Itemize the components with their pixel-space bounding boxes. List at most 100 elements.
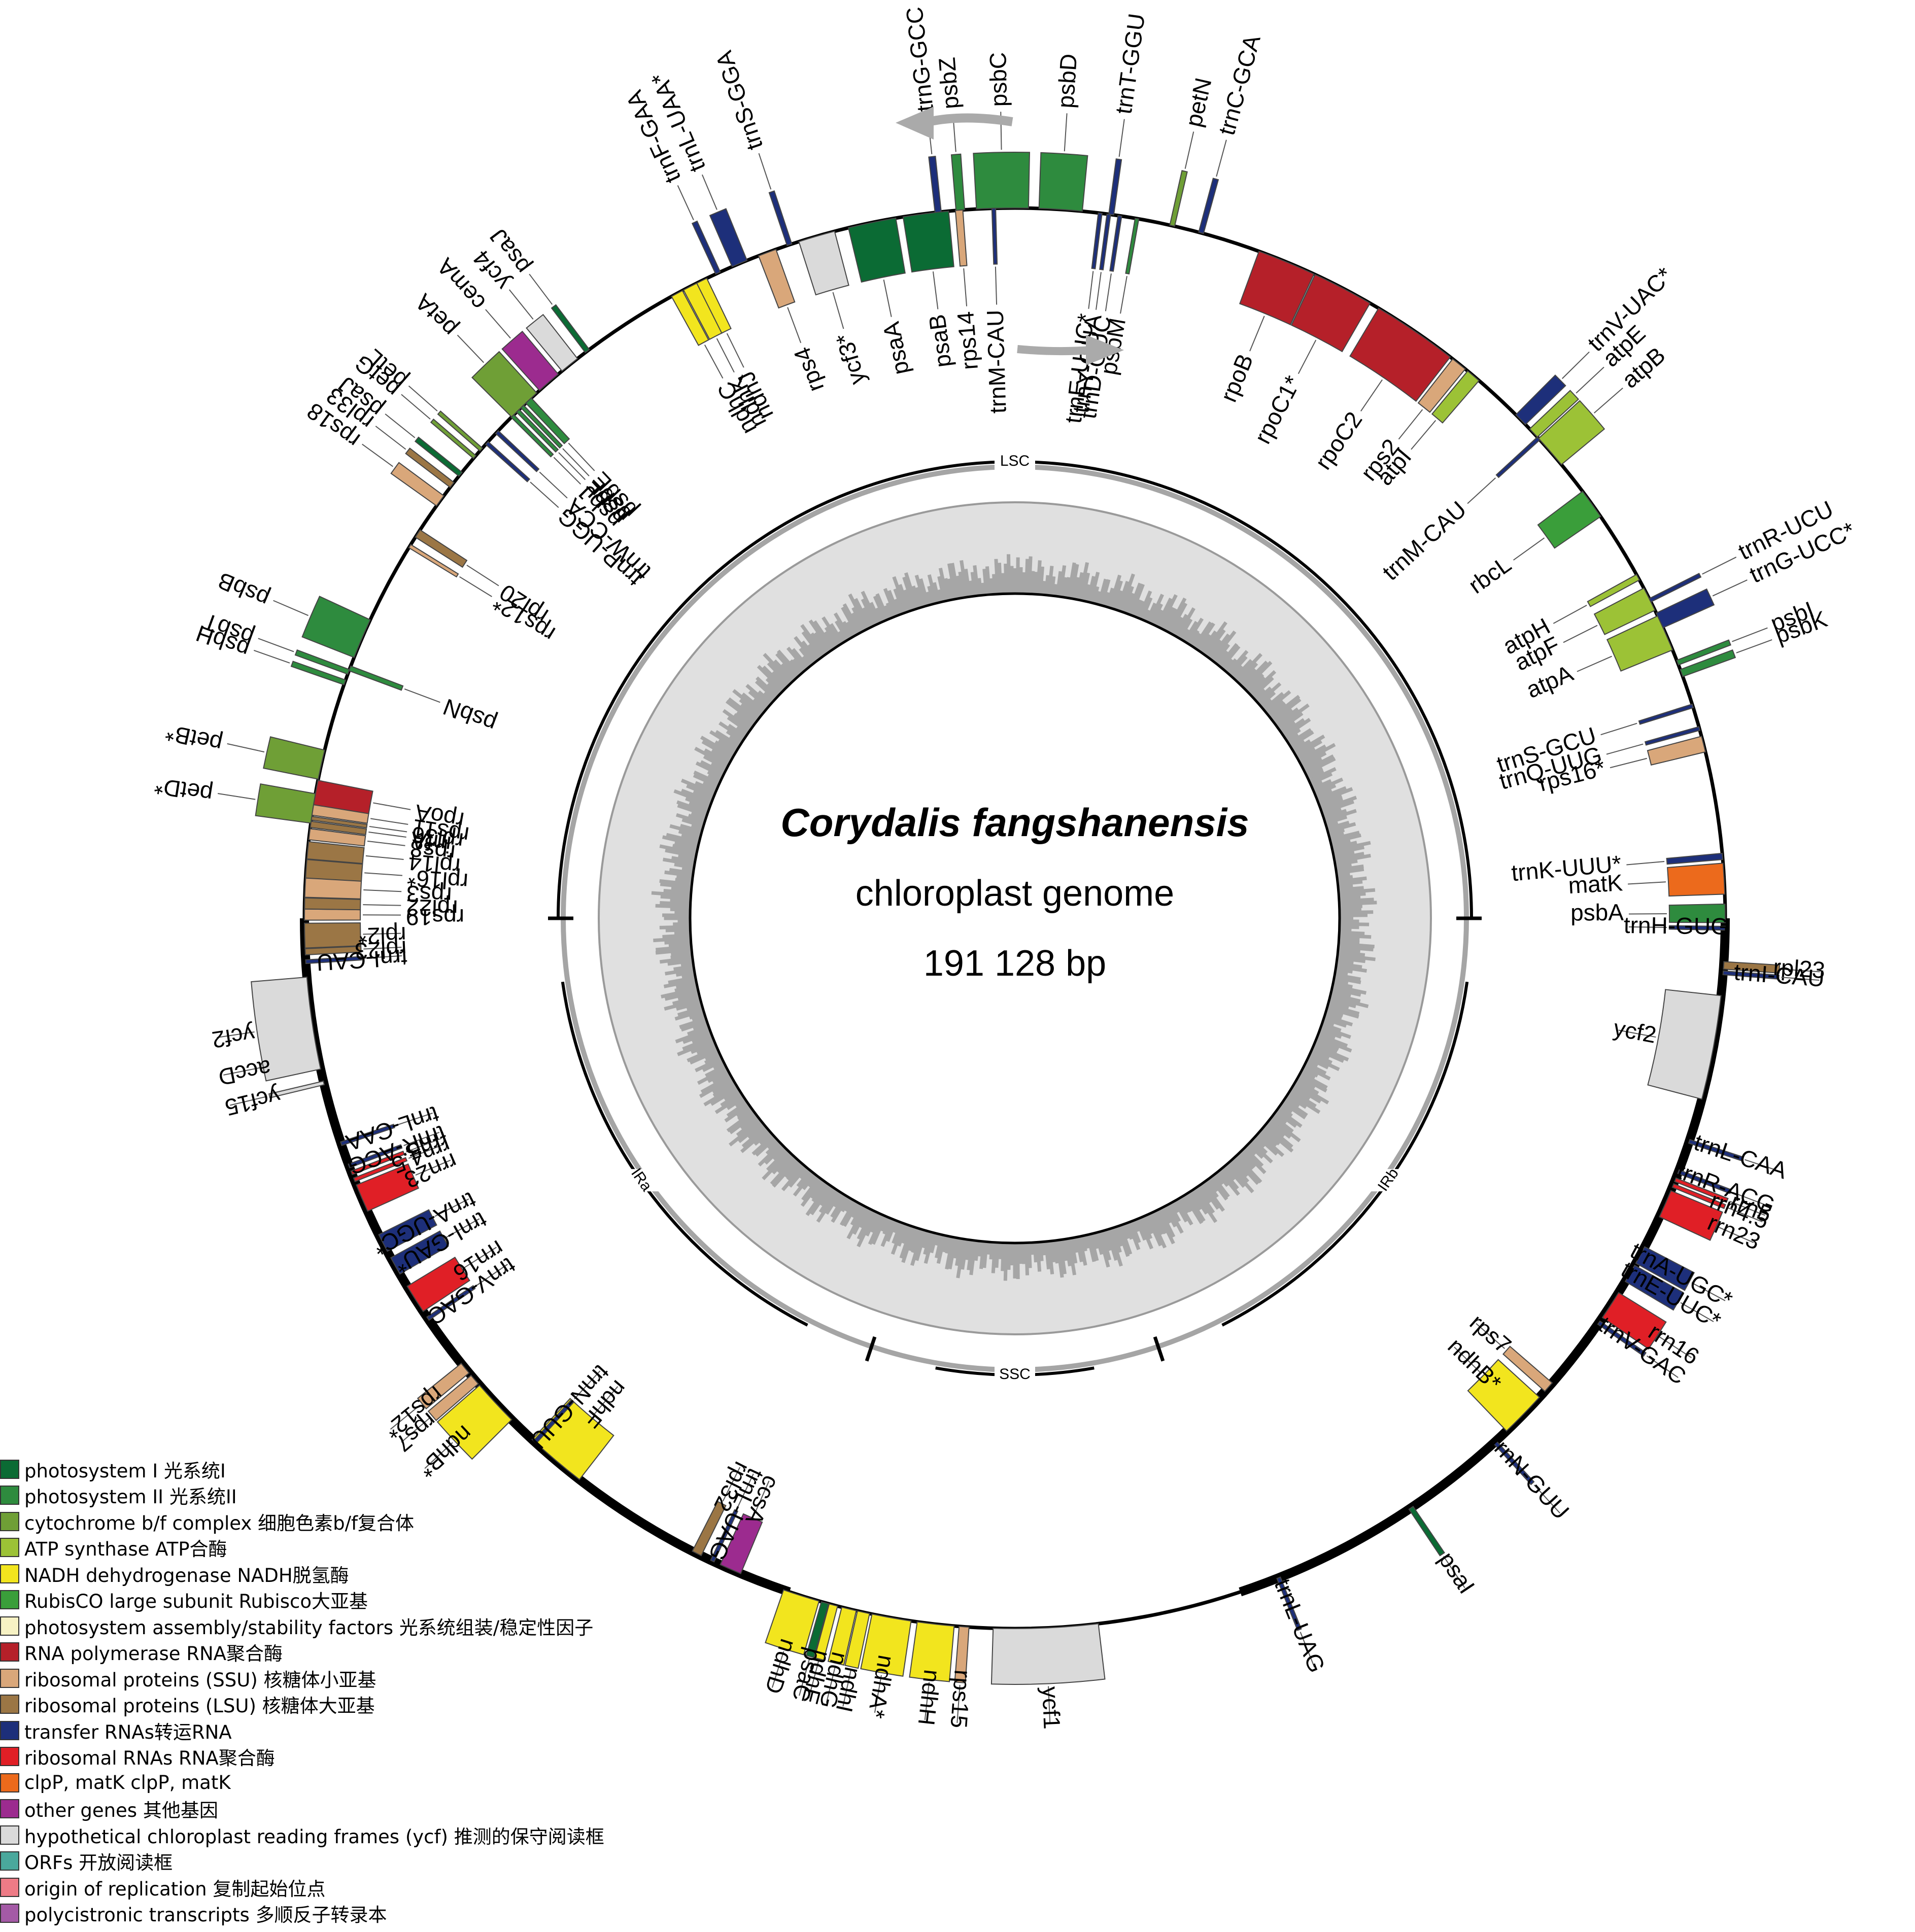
gc-bar bbox=[694, 746, 729, 768]
gene-block-psbc bbox=[973, 152, 1031, 210]
gc-bar bbox=[1224, 658, 1238, 673]
gc-bar bbox=[801, 656, 812, 667]
gc-bar bbox=[1280, 1103, 1293, 1114]
gc-bar bbox=[776, 649, 801, 676]
gc-content-ring bbox=[561, 464, 1469, 1372]
gc-bar bbox=[1233, 659, 1253, 680]
gene-block-psbh bbox=[290, 661, 347, 685]
gene-leader bbox=[1513, 537, 1545, 561]
gc-bar bbox=[1307, 1056, 1329, 1070]
clockwise-arrow-outer bbox=[928, 113, 1013, 126]
gene-leader bbox=[1732, 1192, 1769, 1207]
gene-leader bbox=[726, 333, 744, 368]
gene-block-ndhk bbox=[682, 282, 723, 340]
gc-bar bbox=[1140, 597, 1153, 620]
gene-leader bbox=[932, 271, 939, 309]
gene-leader bbox=[1120, 275, 1127, 314]
gc-bar bbox=[1260, 1127, 1281, 1146]
gene-leader bbox=[1048, 1686, 1051, 1724]
gene-label: rpoC1* bbox=[1249, 371, 1306, 448]
gene-block-trneuuc bbox=[1624, 1264, 1684, 1311]
gc-bar bbox=[1286, 733, 1299, 743]
gene-label: trnI-CAU bbox=[316, 944, 408, 976]
gc-bar bbox=[1072, 577, 1080, 600]
gene-block-ndhc bbox=[671, 290, 709, 347]
gc-bar bbox=[958, 571, 966, 598]
gene-leader bbox=[704, 344, 724, 379]
gc-bar bbox=[677, 1006, 703, 1017]
gc-bar bbox=[846, 1205, 867, 1239]
gc-bar bbox=[1089, 571, 1100, 603]
gc-bar bbox=[861, 591, 879, 625]
gc-bar bbox=[811, 1182, 828, 1202]
gc-bar bbox=[695, 1056, 723, 1073]
gene-block-trnmcau bbox=[991, 208, 998, 265]
gc-bar bbox=[747, 1123, 766, 1140]
gene-block-psac bbox=[805, 1601, 830, 1659]
gc-bar bbox=[1200, 630, 1217, 653]
gene-block-trnluaa bbox=[709, 208, 748, 267]
gc-bar bbox=[824, 626, 840, 647]
gc-bar bbox=[1337, 876, 1367, 884]
gc-bar bbox=[710, 1086, 739, 1106]
gene-block-ndhe bbox=[814, 1603, 838, 1661]
gene-block-psba bbox=[1668, 903, 1726, 923]
gene-block-trnsgcu bbox=[1638, 703, 1694, 725]
gc-bar bbox=[671, 886, 692, 892]
legend-swatch bbox=[0, 1511, 19, 1531]
gc-bar bbox=[1328, 831, 1345, 839]
gc-bar bbox=[969, 1240, 977, 1275]
gc-bar bbox=[915, 1230, 927, 1261]
legend-label: polycistronic transcripts 多顺反子转录本 bbox=[24, 1904, 387, 1926]
gene-block-trncgca bbox=[1198, 178, 1219, 234]
gene-leader bbox=[963, 268, 968, 306]
gc-bar bbox=[1271, 698, 1302, 722]
gc-bar bbox=[995, 1242, 1000, 1268]
gc-bar bbox=[885, 602, 895, 618]
gene-leader bbox=[373, 802, 411, 810]
tick-ssc-ira bbox=[865, 1336, 877, 1362]
legend-label: origin of replication 复制起始位点 bbox=[24, 1878, 326, 1900]
gc-bar bbox=[1321, 1022, 1342, 1032]
gc-bar bbox=[833, 1192, 844, 1208]
gc-bar bbox=[714, 1093, 744, 1114]
legend-item: ribosomal RNAs RNA聚合酶 bbox=[0, 1744, 761, 1770]
gc-bar bbox=[831, 1195, 849, 1223]
gc-bar bbox=[722, 709, 751, 732]
gc-bar bbox=[1255, 686, 1272, 703]
gene-label: ycf2 bbox=[1612, 1014, 1658, 1048]
gc-bar bbox=[1253, 688, 1266, 701]
legend-label: hypothetical chloroplast reading frames … bbox=[24, 1825, 604, 1848]
gc-bar bbox=[703, 754, 728, 770]
gene-block-trnpugg bbox=[485, 441, 531, 482]
gc-bar bbox=[986, 1241, 991, 1255]
gc-bar bbox=[1289, 1089, 1317, 1108]
gene-leader bbox=[562, 448, 590, 476]
gc-bar bbox=[1251, 676, 1274, 699]
gc-bar bbox=[1329, 831, 1360, 842]
gc-bar bbox=[691, 823, 703, 831]
gc-bar bbox=[676, 875, 693, 881]
gene-block-rrn5 bbox=[350, 1150, 405, 1176]
gene-block-rpl2 bbox=[304, 922, 362, 949]
gene-leader bbox=[539, 471, 568, 499]
gc-bar bbox=[662, 835, 699, 847]
gc-bar bbox=[1319, 1027, 1342, 1039]
gc-bar bbox=[1339, 930, 1365, 936]
gene-leader bbox=[842, 1669, 852, 1707]
gc-bar bbox=[786, 646, 808, 671]
gc-bar bbox=[1299, 743, 1336, 765]
gene-block-ycf4 bbox=[526, 314, 578, 372]
gc-bar bbox=[663, 978, 697, 988]
gc-bar bbox=[1278, 1105, 1293, 1118]
gc-bar bbox=[1168, 1202, 1181, 1222]
gc-bar bbox=[1230, 1158, 1249, 1178]
gc-bar bbox=[1021, 572, 1026, 594]
gc-bar bbox=[1228, 1160, 1249, 1183]
gc-bar bbox=[1089, 1233, 1099, 1261]
gc-bar bbox=[1315, 1038, 1340, 1051]
gc-bar bbox=[1326, 1006, 1359, 1019]
gene-block-trnicau bbox=[305, 956, 362, 964]
gc-bar bbox=[1105, 588, 1115, 608]
gc-bar bbox=[1275, 1110, 1297, 1128]
